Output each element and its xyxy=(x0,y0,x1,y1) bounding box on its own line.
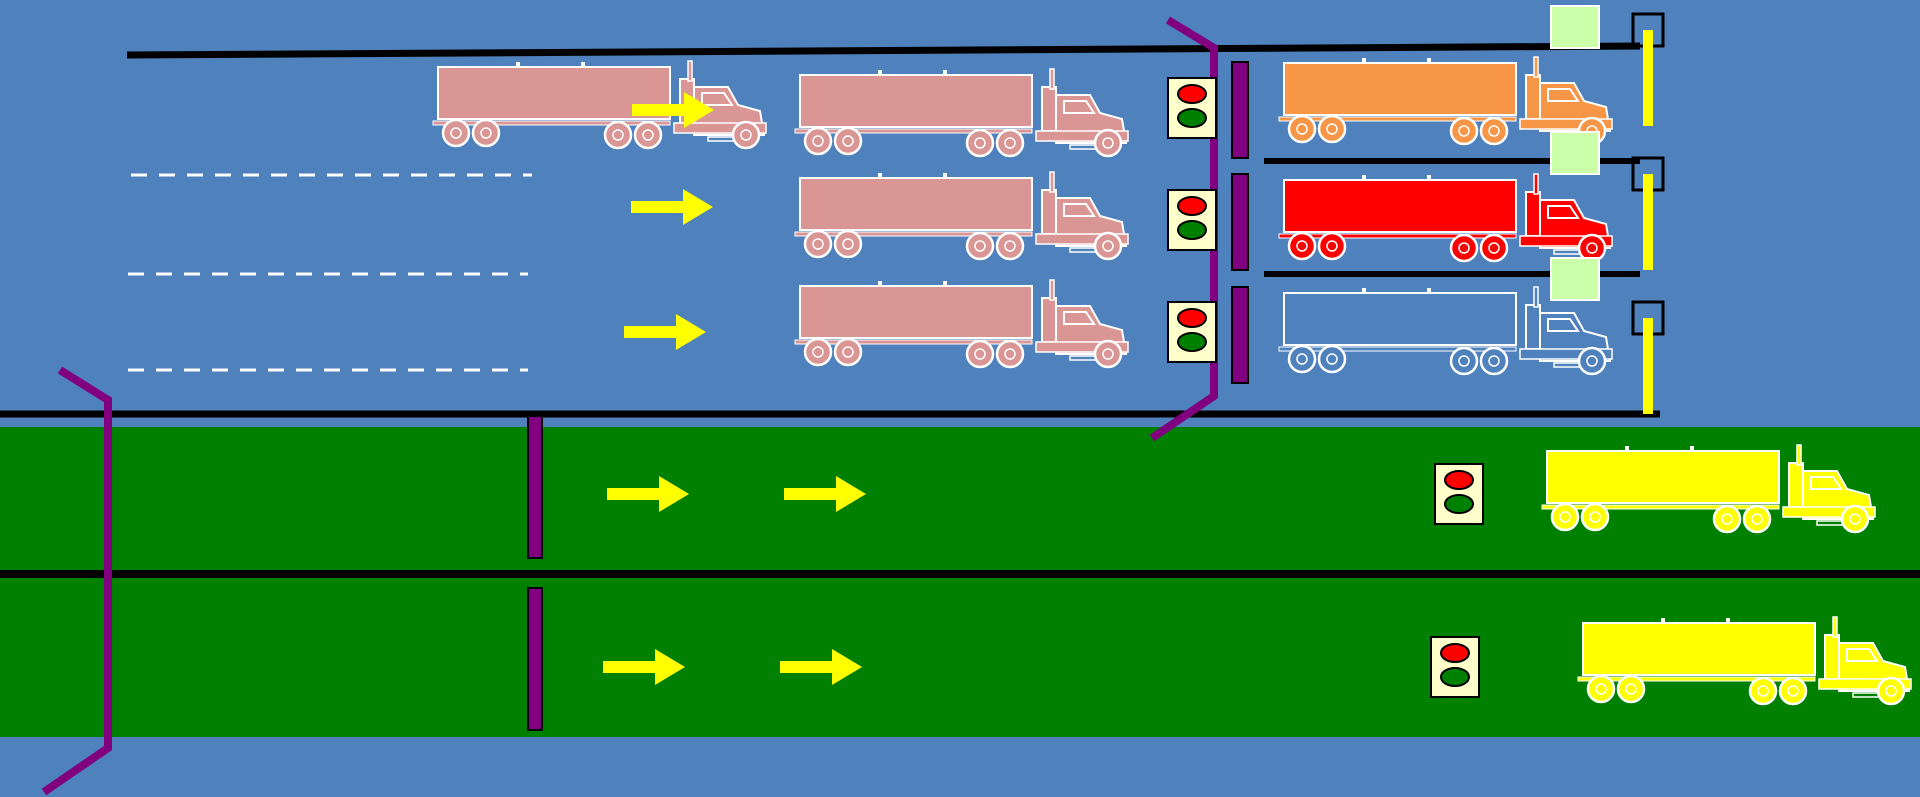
barrier-post-green-2 xyxy=(527,587,543,731)
green-zone-divider xyxy=(0,570,1920,578)
gate-arm-lane-1 xyxy=(1643,30,1653,126)
gate-arm-lane-2 xyxy=(1643,174,1653,270)
road-top-edge xyxy=(126,42,1641,59)
traffic-light-lane-1 xyxy=(1167,77,1217,139)
traffic-light-green-lane-1 xyxy=(1434,463,1484,525)
barrier-post-lane-2 xyxy=(1231,173,1249,271)
gate-booth-light-1 xyxy=(1550,5,1600,49)
gate-arm-lane-3 xyxy=(1643,318,1653,414)
gate-booth-light-3 xyxy=(1550,257,1600,301)
gate-booth-light-2 xyxy=(1550,131,1600,175)
barrier-post-green-1 xyxy=(527,415,543,559)
barrier-post-lane-3 xyxy=(1231,286,1249,384)
barrier-post-lane-1 xyxy=(1231,61,1249,159)
traffic-light-green-lane-2 xyxy=(1430,636,1480,698)
barrier-entry xyxy=(41,366,112,796)
traffic-light-lane-3 xyxy=(1167,301,1217,363)
traffic-light-lane-2 xyxy=(1167,189,1217,251)
